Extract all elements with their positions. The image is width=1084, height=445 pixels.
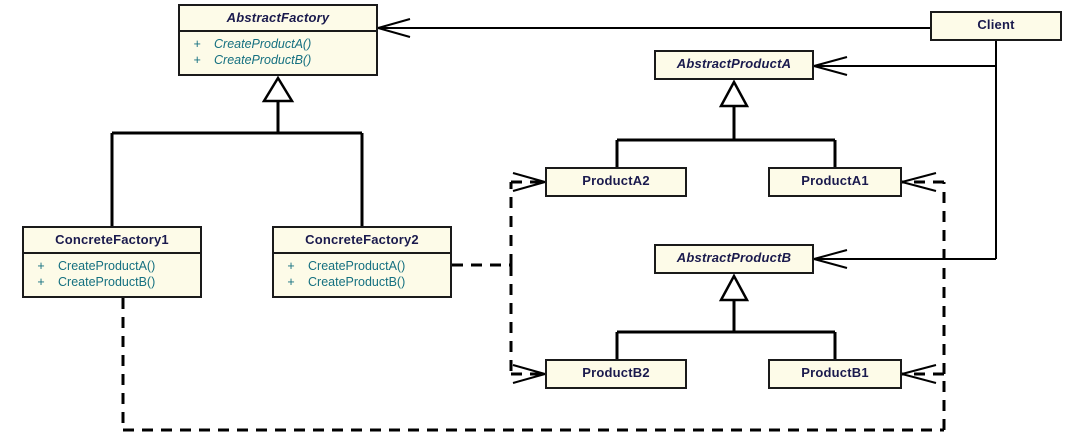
uml-member-row: + CreateProductB() <box>24 274 200 290</box>
generalization-arrowhead <box>718 79 750 108</box>
generalization-product-a <box>615 79 837 167</box>
member-name: CreateProductB() <box>58 275 156 289</box>
uml-class-product-b2[interactable]: ProductB2 <box>545 359 687 389</box>
member-name: CreateProductB() <box>214 53 312 67</box>
association-client-abstract-product-a <box>813 41 997 76</box>
uml-members-concrete-factory-2: + CreateProductA() + CreateProductB() <box>274 254 450 295</box>
uml-class-abstract-factory[interactable]: AbstractFactory + CreateProductA() + CreateP… <box>178 4 378 76</box>
uml-class-product-b1[interactable]: ProductB1 <box>768 359 902 389</box>
open-arrowhead <box>901 364 937 384</box>
generalization-arrowhead <box>718 273 750 302</box>
association-client-abstract-product-b <box>813 41 997 269</box>
generalization-product-b <box>615 273 837 359</box>
uml-member-row: + CreateProductA() <box>180 36 376 52</box>
generalization-concrete-factories <box>110 75 364 226</box>
uml-class-title-concrete-factory-2: ConcreteFactory2 <box>274 228 450 254</box>
association-client-abstract-factory <box>377 18 930 38</box>
generalization-arrowhead <box>261 75 295 103</box>
uml-class-abstract-product-b[interactable]: AbstractProductB <box>654 244 814 274</box>
member-name: CreateProductA() <box>58 259 156 273</box>
uml-member-row: + CreateProductB() <box>274 274 450 290</box>
member-visibility: + <box>193 37 201 51</box>
uml-class-abstract-product-a[interactable]: AbstractProductA <box>654 50 814 80</box>
uml-members-abstract-factory: + CreateProductA() + CreateProductB() <box>180 32 376 73</box>
open-arrowhead <box>901 172 937 192</box>
uml-class-product-a1[interactable]: ProductA1 <box>768 167 902 197</box>
member-visibility: + <box>287 275 295 289</box>
open-arrowhead <box>813 249 848 269</box>
dependency-concrete-factory-2 <box>452 172 546 384</box>
uml-class-title-product-a2: ProductA2 <box>582 173 650 188</box>
uml-class-title-abstract-product-a: AbstractProductA <box>676 56 792 71</box>
uml-members-concrete-factory-1: + CreateProductA() + CreateProductB() <box>24 254 200 295</box>
uml-class-title-concrete-factory-1: ConcreteFactory1 <box>24 228 200 254</box>
member-name: CreateProductA() <box>308 259 406 273</box>
member-visibility: + <box>193 53 201 67</box>
uml-member-row: + CreateProductB() <box>180 52 376 68</box>
uml-class-title-abstract-factory: AbstractFactory <box>180 6 376 32</box>
uml-class-title-product-b1: ProductB1 <box>801 365 869 380</box>
member-name: CreateProductA() <box>214 37 312 51</box>
open-arrowhead <box>512 172 546 192</box>
uml-class-product-a2[interactable]: ProductA2 <box>545 167 687 197</box>
uml-class-title-abstract-product-b: AbstractProductB <box>676 250 792 265</box>
member-visibility: + <box>37 259 45 273</box>
open-arrowhead <box>813 56 848 76</box>
uml-member-row: + CreateProductA() <box>274 258 450 274</box>
uml-class-concrete-factory-2[interactable]: ConcreteFactory2 + CreateProductA() + Create… <box>272 226 452 298</box>
uml-class-concrete-factory-1[interactable]: ConcreteFactory1 + CreateProductA() + Create… <box>22 226 202 298</box>
uml-class-client[interactable]: Client <box>930 11 1062 41</box>
member-name: CreateProductB() <box>308 275 406 289</box>
open-arrowhead <box>377 18 411 38</box>
uml-class-title-product-b2: ProductB2 <box>582 365 650 380</box>
open-arrowhead <box>512 364 546 384</box>
member-visibility: + <box>37 275 45 289</box>
uml-class-title-client: Client <box>977 17 1015 32</box>
uml-class-title-product-a1: ProductA1 <box>801 173 869 188</box>
member-visibility: + <box>287 259 295 273</box>
dependency-concrete-factory-1 <box>121 172 946 432</box>
uml-member-row: + CreateProductA() <box>24 258 200 274</box>
